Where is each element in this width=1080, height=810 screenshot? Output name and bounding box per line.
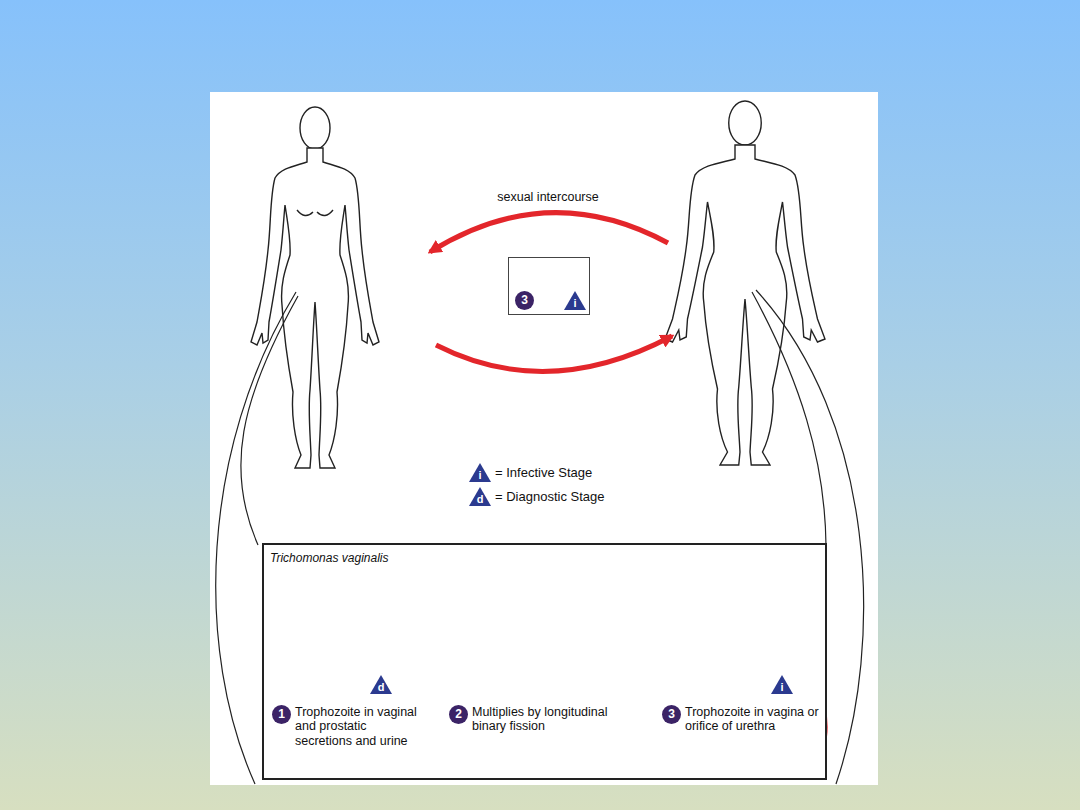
legend-marker: d	[468, 486, 492, 507]
legend-marker: i	[468, 462, 492, 483]
stage-letter: d	[369, 680, 393, 694]
box-heading: Trichomonas vaginalis	[270, 551, 389, 565]
stage-caption: Multiplies by longitudinal binary fissio…	[472, 705, 629, 734]
male-figure	[665, 101, 825, 465]
stage-letter: i	[468, 468, 492, 482]
callout-number: 3	[662, 705, 681, 724]
legend-row: i= Infective Stage	[468, 462, 604, 483]
life-cycle-box: Trichomonas vaginalisd1Trophozoite in va…	[262, 543, 827, 780]
stage-caption: Trophozoite in vagina or orifice of uret…	[685, 705, 824, 734]
legend-text: = Infective Stage	[495, 465, 592, 480]
legend: i= Infective Staged= Diagnostic Stage	[468, 462, 604, 510]
stage-caption: Trophozoite in vaginal and prostatic sec…	[295, 705, 422, 748]
stage-block: i 3Trophozoite in vagina or orifice of ur…	[662, 577, 824, 734]
stage-marker: d	[369, 674, 393, 695]
leader-lines	[216, 290, 864, 784]
callout-number: 2	[449, 705, 468, 724]
stage-letter: d	[468, 492, 492, 506]
stage-marker: i	[563, 290, 587, 311]
caption-row: 3Trophozoite in vagina or orifice of ure…	[662, 705, 824, 734]
callout-number: 3	[515, 291, 534, 310]
callout-number: 1	[272, 705, 291, 724]
inset-box: 3i	[508, 257, 590, 315]
transmission-arrows	[430, 213, 672, 372]
stage-block: 2Multiplies by longitudinal binary fissi…	[449, 577, 629, 734]
caption-row: 2Multiplies by longitudinal binary fissi…	[449, 705, 629, 734]
caption-row: 1Trophozoite in vaginal and prostatic se…	[272, 705, 422, 748]
stage-letter: i	[770, 680, 794, 694]
female-figure	[251, 107, 379, 468]
stage-block: d 1Trophozoite in vaginal and prostatic s…	[272, 577, 422, 748]
legend-text: = Diagnostic Stage	[495, 489, 604, 504]
arrow-label: sexual intercourse	[470, 190, 626, 204]
stage-marker: i	[770, 674, 794, 695]
stage-letter: i	[563, 296, 587, 310]
legend-row: d= Diagnostic Stage	[468, 486, 604, 507]
